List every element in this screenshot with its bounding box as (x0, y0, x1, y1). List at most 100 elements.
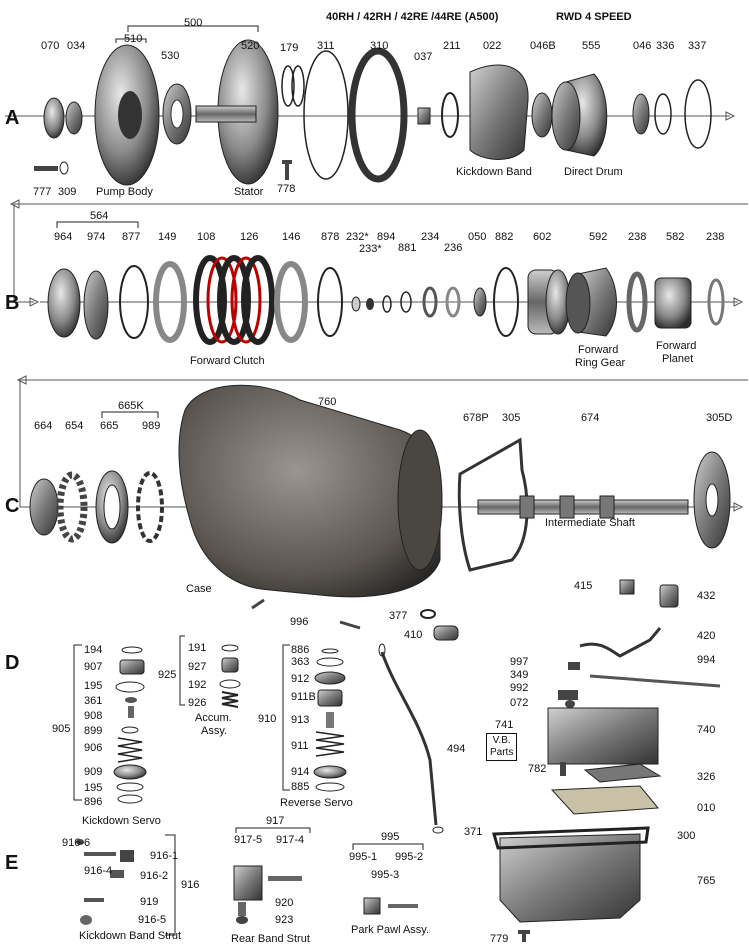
part-label: 678P (463, 412, 489, 424)
stator-shaft (195, 105, 257, 123)
caption-accum: Accum. (195, 712, 232, 724)
part-label: 654 (65, 420, 84, 432)
part-label: 916-1 (150, 850, 179, 862)
caption-assy: Assy. (201, 725, 228, 737)
part-989-clutch (136, 471, 164, 543)
part-label: 305D (706, 412, 733, 424)
part-label: 349 (510, 669, 529, 681)
vb-box-line2: Parts (490, 747, 514, 758)
row-d-parts (73, 579, 721, 834)
row-c-parts (16, 375, 748, 630)
part-022-kickdown-band (469, 64, 529, 160)
part-233-bearing (366, 298, 374, 310)
part-label: 363 (291, 656, 310, 668)
part-050-bushing (473, 287, 487, 317)
caption-case: Case (186, 583, 212, 595)
part-label: 191 (188, 642, 207, 654)
part-label: 602 (533, 231, 552, 243)
caption-forward-clutch: Forward Clutch (190, 355, 265, 367)
part-label: 907 (84, 661, 103, 673)
part-311-ring (303, 50, 349, 180)
row-a-parts (5, 25, 736, 186)
row-label-d: D (5, 652, 20, 674)
part-label: 034 (67, 40, 86, 52)
part-760-case (178, 384, 441, 598)
part-238b-washer (707, 278, 725, 326)
part-label: 050 (468, 231, 487, 243)
caption-kickdown-servo: Kickdown Servo (82, 815, 161, 827)
flow-line-b (13, 203, 748, 303)
part-146-plate (274, 261, 308, 343)
part-070-seal (43, 97, 65, 139)
part-336-ring (654, 93, 672, 135)
part-label: 997 (510, 656, 529, 668)
part-046b-washer (531, 92, 553, 138)
part-label: 741 (495, 719, 514, 731)
part-label: 995-3 (371, 869, 400, 881)
part-label: 882 (495, 231, 514, 243)
part-label: 420 (697, 630, 716, 642)
part-label: 917 (266, 815, 285, 827)
part-label: 916-5 (138, 914, 167, 926)
part-674-intermediate-shaft (477, 499, 689, 515)
part-236-washer (445, 286, 461, 318)
arrow-icon (733, 297, 744, 307)
part-label: 108 (197, 231, 216, 243)
part-label: 881 (398, 242, 417, 254)
part-010-filter (550, 785, 659, 815)
part-label: 885 (291, 781, 310, 793)
part-label: 913 (291, 714, 310, 726)
part-310-gasket (348, 47, 408, 183)
part-label: 920 (275, 897, 294, 909)
part-740-valve-body (547, 707, 659, 765)
part-037-bushing (417, 107, 431, 125)
part-337-ring (684, 79, 712, 149)
part-label: 964 (54, 231, 73, 243)
part-label: 894 (377, 231, 396, 243)
vb-parts-box: V.B. Parts (486, 733, 518, 761)
part-label: 377 (389, 610, 408, 622)
part-label: 194 (84, 644, 103, 656)
caption-rear-band-strut: Rear Band Strut (231, 933, 310, 945)
part-238-washer (626, 271, 648, 333)
part-964-retainer (47, 268, 81, 338)
forward-clutch-pack (193, 255, 275, 345)
part-label: 995-2 (395, 851, 424, 863)
caption-reverse-servo: Reverse Servo (280, 797, 353, 809)
part-label: 010 (697, 802, 716, 814)
part-765-oil-pan (499, 833, 641, 923)
part-582-planet (654, 277, 692, 329)
part-label: 046B (530, 40, 556, 52)
part-label: 361 (84, 695, 103, 707)
arrow-icon (733, 502, 744, 512)
caption-forward-ring: Forward (578, 344, 619, 356)
row-label-b: B (5, 292, 20, 314)
accumulator-bracket (179, 635, 185, 706)
row-label-c: C (5, 495, 20, 517)
caption-ring-gear: Ring Gear (575, 357, 626, 369)
part-label: 592 (589, 231, 608, 243)
part-label: 740 (697, 724, 716, 736)
part-label: 877 (122, 231, 141, 243)
part-label: 674 (581, 412, 600, 424)
part-034-bushing (65, 101, 83, 135)
part-149-plate (153, 261, 187, 343)
caption-direct-drum: Direct Drum (564, 166, 623, 178)
part-232-washer (351, 296, 361, 312)
part-label: 992 (510, 682, 529, 694)
caption-kickdown-band-strut: Kickdown Band Strut (79, 930, 182, 942)
group-label-905: 905 (52, 723, 71, 735)
part-label: 520 (241, 40, 260, 52)
part-label: 906 (84, 742, 103, 754)
part-label: 778 (277, 183, 296, 195)
group-label-910: 910 (258, 713, 277, 725)
part-label: 664 (34, 420, 53, 432)
part-label: 432 (697, 590, 716, 602)
part-label: 305 (502, 412, 521, 424)
row-label-e: E (5, 852, 19, 874)
part-label: 665 (100, 420, 119, 432)
part-label: 779 (490, 933, 509, 945)
part-label: 911 (291, 740, 309, 752)
part-label: 300 (677, 830, 696, 842)
